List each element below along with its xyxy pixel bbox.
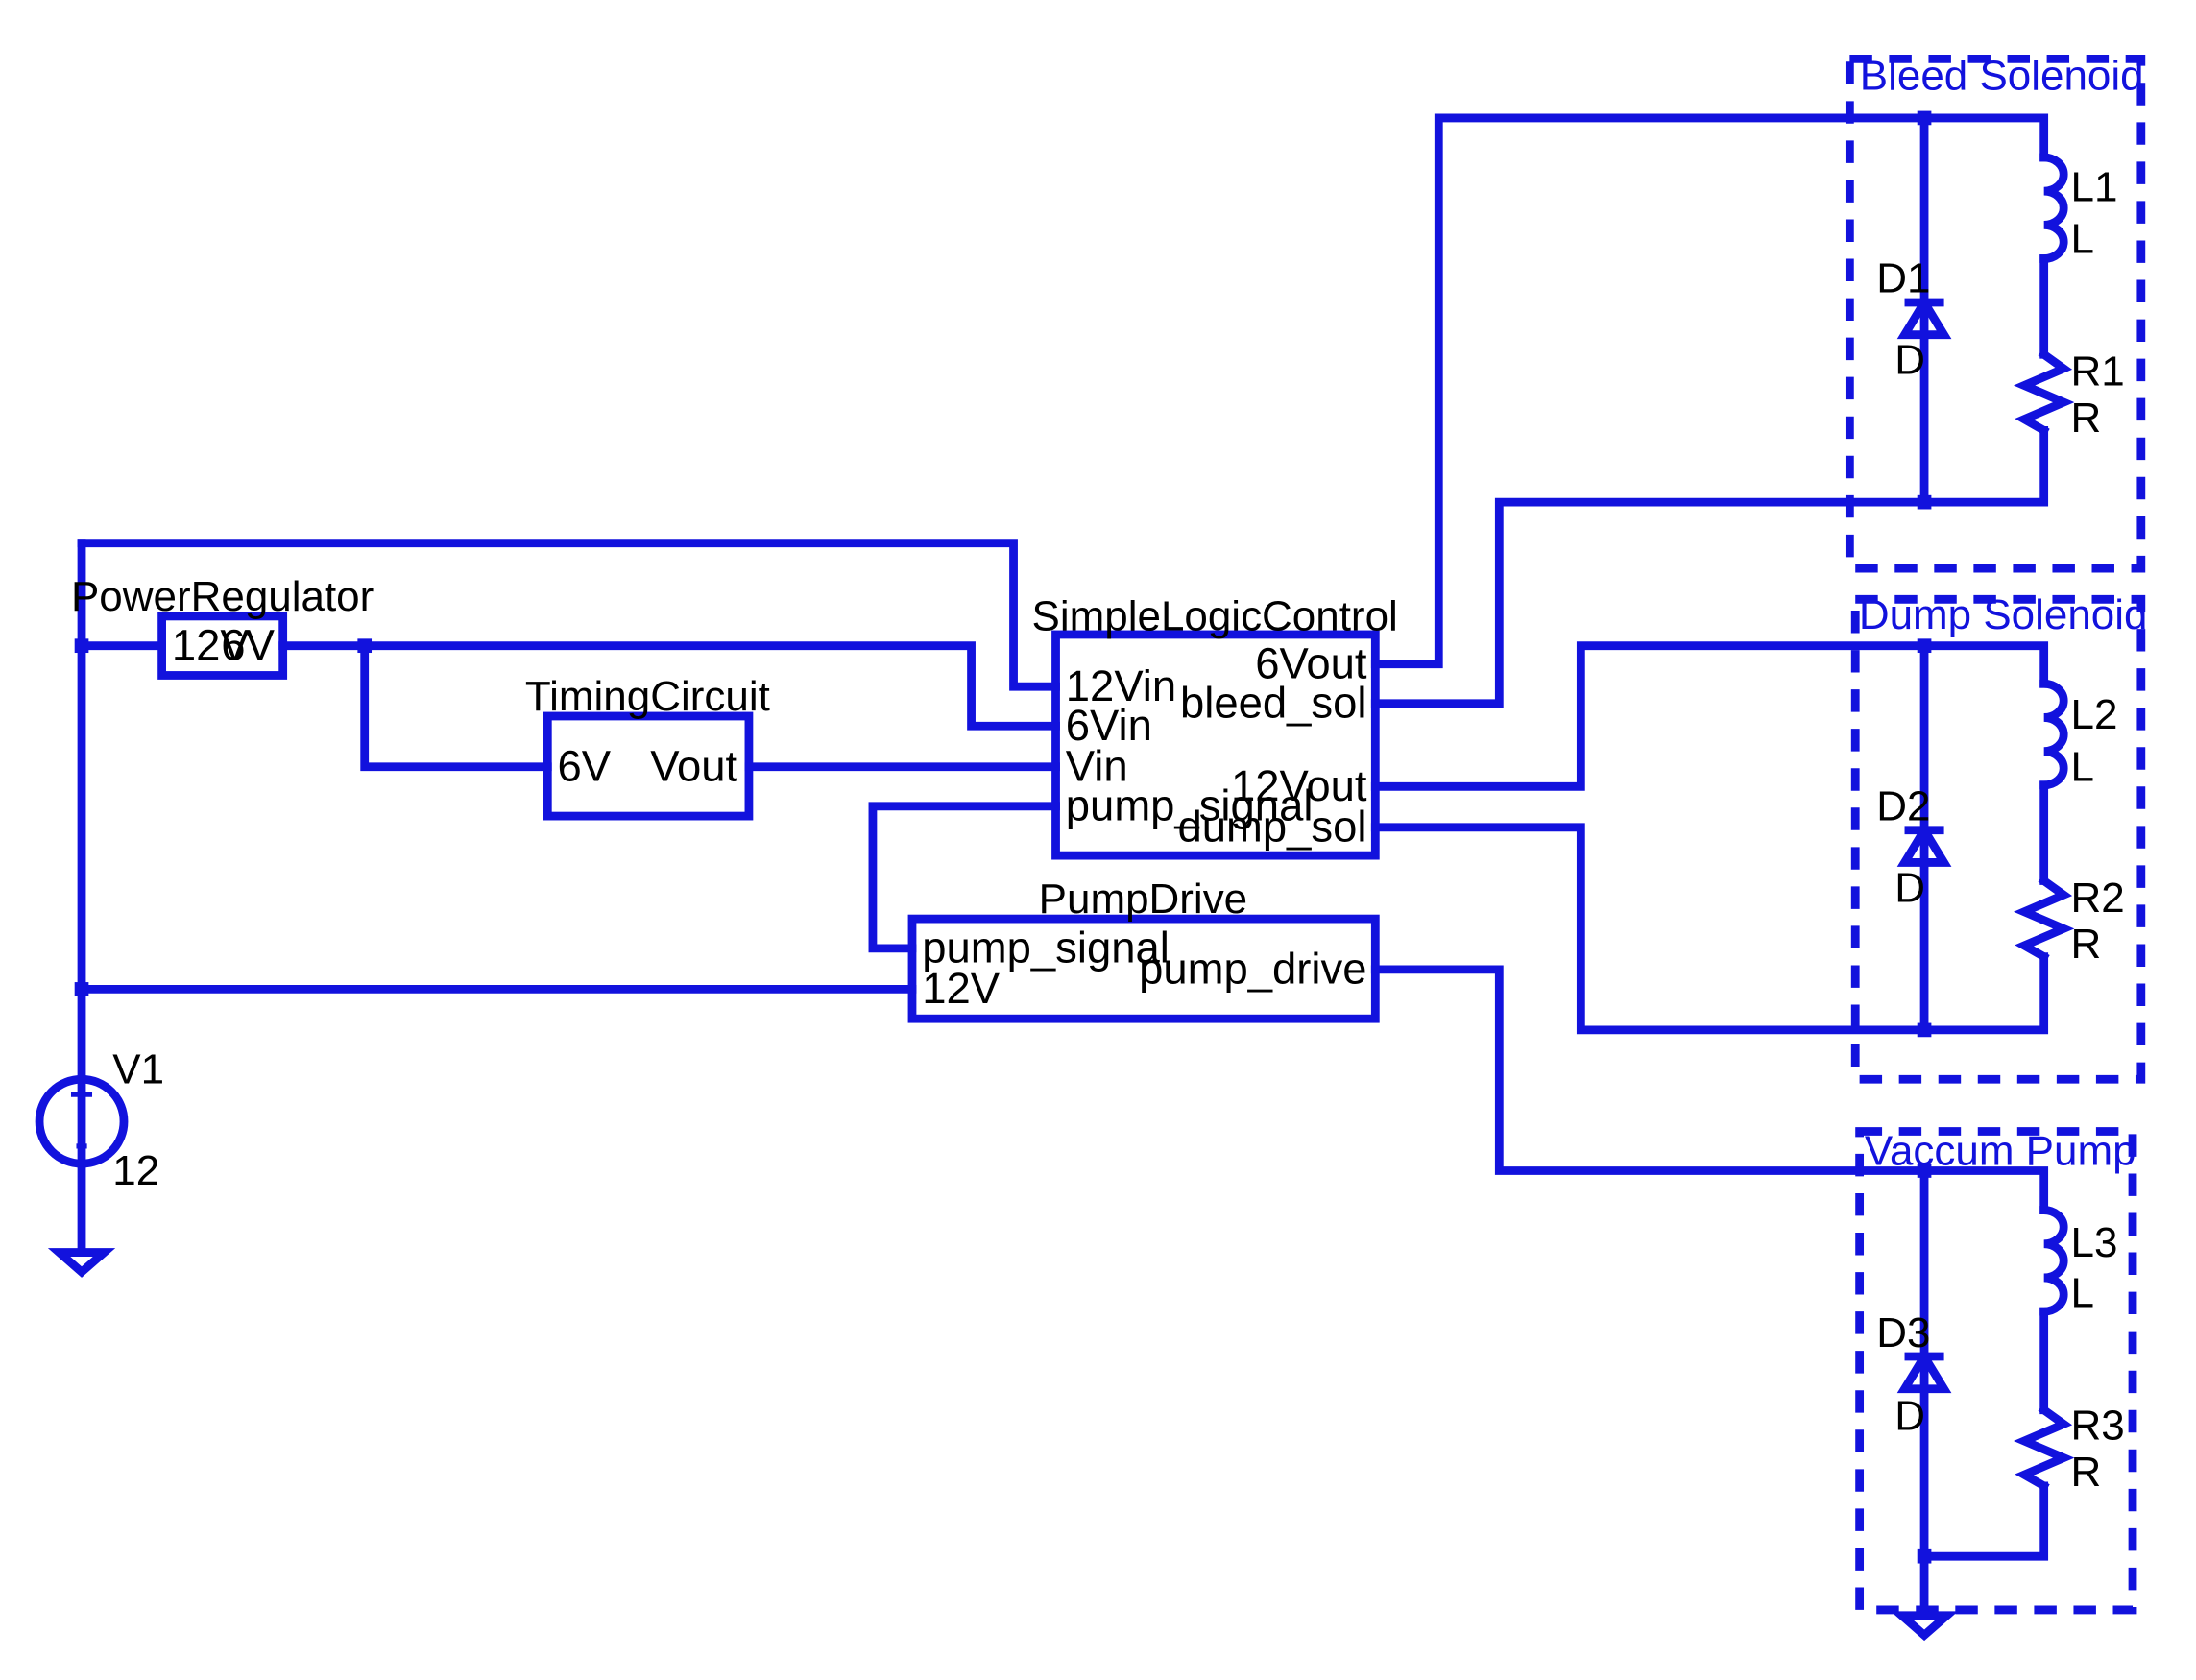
inductor-l2-value: L bbox=[2071, 743, 2094, 790]
diode-d1-name: D1 bbox=[1876, 255, 1930, 302]
diode-d2-name: D2 bbox=[1876, 782, 1930, 829]
inductor-l3-value: L bbox=[2071, 1270, 2094, 1317]
wire-12v-to-logic bbox=[77, 539, 1060, 691]
junctions bbox=[74, 638, 373, 996]
source-value: 12 bbox=[112, 1147, 159, 1194]
inductor-l3-icon bbox=[2039, 1206, 2068, 1316]
junction-dot bbox=[1917, 638, 1932, 654]
resistor-r2-name: R2 bbox=[2071, 875, 2125, 922]
diode-d3-name: D3 bbox=[1876, 1309, 1930, 1356]
logic-control-name: SimpleLogicControl bbox=[1032, 593, 1398, 640]
junction-dot bbox=[1917, 110, 1932, 126]
dump-solenoid-group[interactable]: Dump Solenoid L2 L R2 R D2 D bbox=[1850, 591, 2148, 1084]
ground-icon bbox=[47, 1248, 116, 1278]
junction-dot bbox=[74, 982, 89, 996]
pump-drive-body bbox=[907, 914, 1380, 1023]
inductor-l1-icon bbox=[2039, 153, 2068, 263]
junction-dot bbox=[1917, 1022, 1932, 1038]
resistor-r2-value: R bbox=[2071, 921, 2102, 968]
diode-d2-icon bbox=[1896, 822, 1952, 867]
pump-drive-name: PumpDrive bbox=[1039, 876, 1247, 923]
bleed-solenoid-group[interactable]: Bleed Solenoid L1 L R1 R D1 D bbox=[1845, 53, 2146, 573]
inductor-l2-name: L2 bbox=[2071, 691, 2118, 738]
diode-d1-value: D bbox=[1894, 337, 1925, 384]
diode-d3-icon bbox=[1896, 1348, 1952, 1394]
group-wire-top bbox=[1919, 1166, 2049, 1214]
group-boundary bbox=[1845, 54, 2146, 573]
group-wire-bottom bbox=[1919, 952, 2049, 1035]
pump-drive-pin-out: pump_drive bbox=[1139, 945, 1366, 994]
power-regulator-name: PowerRegulator bbox=[71, 573, 374, 620]
vaccum-pump-group[interactable]: Vaccum Pump L3 L R3 R D3 D bbox=[1855, 1127, 2137, 1642]
resistor-r1-value: R bbox=[2071, 395, 2102, 442]
logic-pin-6vin: 6Vin bbox=[1066, 701, 1152, 750]
logic-pin-vin: Vin bbox=[1066, 741, 1128, 790]
source-minus-sign: - bbox=[75, 1119, 89, 1166]
group-title: Bleed Solenoid bbox=[1860, 53, 2144, 100]
pump-drive[interactable]: PumpDrive pump_signal 12V pump_drive bbox=[907, 876, 1380, 1023]
wire-6vout-bleed-top bbox=[1370, 113, 1929, 669]
timing-circuit-name: TimingCircuit bbox=[525, 673, 770, 720]
wire-6v-to-timing bbox=[360, 641, 552, 772]
voltage-source-v1[interactable]: + - V1 12 bbox=[35, 1046, 164, 1278]
group-boundary bbox=[1855, 1127, 2137, 1615]
inductor-l1-value: L bbox=[2071, 216, 2094, 263]
ground-icon bbox=[1890, 1611, 1959, 1642]
resistor-r1-icon bbox=[2013, 348, 2075, 437]
timing-circuit-body bbox=[543, 711, 754, 821]
source-symbol bbox=[35, 1074, 129, 1168]
wire-6v-to-logic bbox=[278, 641, 1060, 731]
diode-d1-icon bbox=[1896, 294, 1952, 340]
logic-pin-pump-signal: pump_signal bbox=[1066, 780, 1314, 829]
source-name: V1 bbox=[112, 1046, 164, 1093]
wire-dump-sol-bottom bbox=[1370, 823, 1929, 1035]
wires bbox=[77, 113, 1929, 1257]
timing-circuit-pin-out: Vout bbox=[650, 741, 737, 790]
source-plus-sign: + bbox=[69, 1071, 94, 1118]
group-title: Dump Solenoid bbox=[1859, 591, 2148, 638]
wire-12vout-dump-top bbox=[1370, 641, 1929, 791]
logic-pin-dump-sol: dump_sol bbox=[1177, 802, 1366, 851]
group-wire-top bbox=[1919, 113, 2049, 162]
logic-pin-12vout: 12Vout bbox=[1231, 761, 1367, 810]
inductor-l2-icon bbox=[2039, 679, 2068, 790]
resistor-r3-name: R3 bbox=[2071, 1403, 2125, 1450]
junction-dot bbox=[74, 638, 89, 654]
power-regulator-body bbox=[157, 612, 288, 680]
group-wire-bottom bbox=[1919, 1481, 2049, 1561]
junction-dot bbox=[357, 638, 373, 654]
logic-pin-bleed-sol: bleed_sol bbox=[1180, 678, 1367, 727]
resistor-r2-icon bbox=[2013, 875, 2075, 963]
pump-drive-pin-signal: pump_signal bbox=[922, 924, 1170, 972]
junction-dot bbox=[1917, 494, 1932, 510]
inductor-l1-name: L1 bbox=[2071, 163, 2118, 210]
resistor-r3-icon bbox=[2013, 1404, 2075, 1492]
power-regulator[interactable]: PowerRegulator 12V 6V bbox=[71, 573, 374, 680]
junction-dot bbox=[1917, 1548, 1932, 1564]
timing-circuit-pin-in: 6V bbox=[558, 741, 612, 790]
wire-pump-signal bbox=[868, 802, 1060, 953]
logic-pin-12vin: 12Vin bbox=[1066, 661, 1176, 710]
logic-pin-6vout: 6Vout bbox=[1255, 638, 1367, 687]
wire-pump-drive-out bbox=[1370, 965, 1929, 1175]
power-regulator-pin-in: 12V bbox=[172, 620, 251, 669]
resistor-r1-name: R1 bbox=[2071, 348, 2125, 395]
group-wire-bottom bbox=[1919, 425, 2049, 507]
resistor-r3-value: R bbox=[2071, 1449, 2102, 1496]
wire-bleed-sol-bottom bbox=[1370, 497, 1929, 708]
diode-d3-value: D bbox=[1894, 1392, 1925, 1439]
group-wire-top bbox=[1919, 641, 2049, 688]
logic-control-body bbox=[1051, 630, 1380, 860]
junction-dot bbox=[1917, 1164, 1932, 1178]
power-regulator-pin-out: 6V bbox=[221, 620, 275, 669]
simple-logic-control[interactable]: SimpleLogicControl 12Vin 6Vin Vin pump_s… bbox=[1032, 593, 1398, 860]
pump-drive-pin-power: 12V bbox=[922, 964, 1001, 1013]
timing-circuit[interactable]: TimingCircuit 6V Vout bbox=[525, 673, 770, 821]
diode-d2-value: D bbox=[1894, 865, 1925, 912]
inductor-l3-name: L3 bbox=[2071, 1219, 2118, 1266]
group-boundary bbox=[1850, 594, 2146, 1084]
